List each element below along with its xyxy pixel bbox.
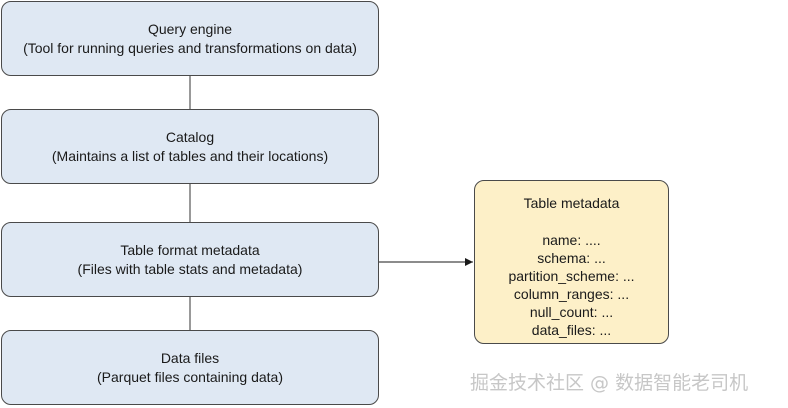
catalog-subtitle: (Maintains a list of tables and their lo… [51, 147, 329, 164]
metadata-field-schema: schema: ... [537, 250, 606, 266]
metadata-field-null-count: null_count: ... [529, 304, 614, 320]
catalog-box: Catalog (Maintains a list of tables and … [1, 109, 379, 184]
query-engine-box: Query engine (Tool for running queries a… [1, 1, 379, 76]
table-format-metadata-title: Table format metadata [120, 241, 260, 258]
table-format-metadata-subtitle: (Files with table stats and metadata) [77, 260, 303, 277]
metadata-field-partition-scheme: partition_scheme: ... [508, 268, 635, 284]
query-engine-subtitle: (Tool for running queries and transforma… [23, 39, 357, 56]
watermark-text: 掘金技术社区 @ 数据智能老司机 [470, 372, 749, 394]
data-files-title: Data files [160, 349, 220, 366]
data-files-subtitle: (Parquet files containing data) [97, 368, 283, 385]
catalog-title: Catalog [165, 128, 215, 145]
query-engine-title: Query engine [147, 20, 233, 37]
metadata-field-name: name: .... [542, 232, 601, 248]
table-format-metadata-box: Table format metadata (Files with table … [1, 222, 379, 297]
table-metadata-box: Table metadata name: .... schema: ... pa… [474, 180, 669, 344]
metadata-field-column-ranges: column_ranges: ... [513, 286, 630, 302]
metadata-field-data-files: data_files: ... [531, 322, 612, 338]
table-metadata-title: Table metadata [523, 195, 620, 211]
data-files-box: Data files (Parquet files containing dat… [1, 330, 379, 405]
